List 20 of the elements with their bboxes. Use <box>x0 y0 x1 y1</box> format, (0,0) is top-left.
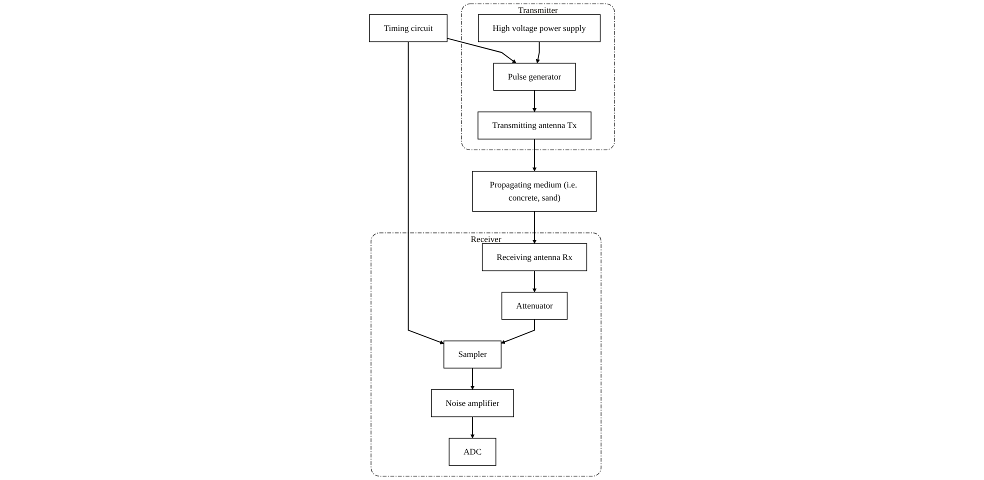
node-box: ADC <box>448 438 496 466</box>
arrow <box>446 38 516 64</box>
arrow <box>532 270 537 292</box>
node-box: Attenuator <box>501 292 568 320</box>
arrow <box>532 138 537 172</box>
arrow <box>536 41 540 64</box>
arrow <box>500 318 535 344</box>
arrow <box>532 210 537 244</box>
arrow <box>408 41 444 344</box>
arrow <box>470 416 475 438</box>
node-box: Transmitting antenna Tx <box>478 112 592 140</box>
node-box: Sampler <box>444 340 502 368</box>
node-box: Receiving antenna Rx <box>482 243 588 272</box>
node-box: Timing circuit <box>369 14 448 42</box>
node-box: Propagating medium (i.e. concrete, sand) <box>472 170 597 212</box>
node-box: Noise amplifier <box>431 389 514 418</box>
node-box: Pulse generator <box>493 62 576 91</box>
arrow <box>470 368 475 390</box>
node-box: High voltage power supply <box>478 14 601 42</box>
arrow <box>532 90 537 112</box>
